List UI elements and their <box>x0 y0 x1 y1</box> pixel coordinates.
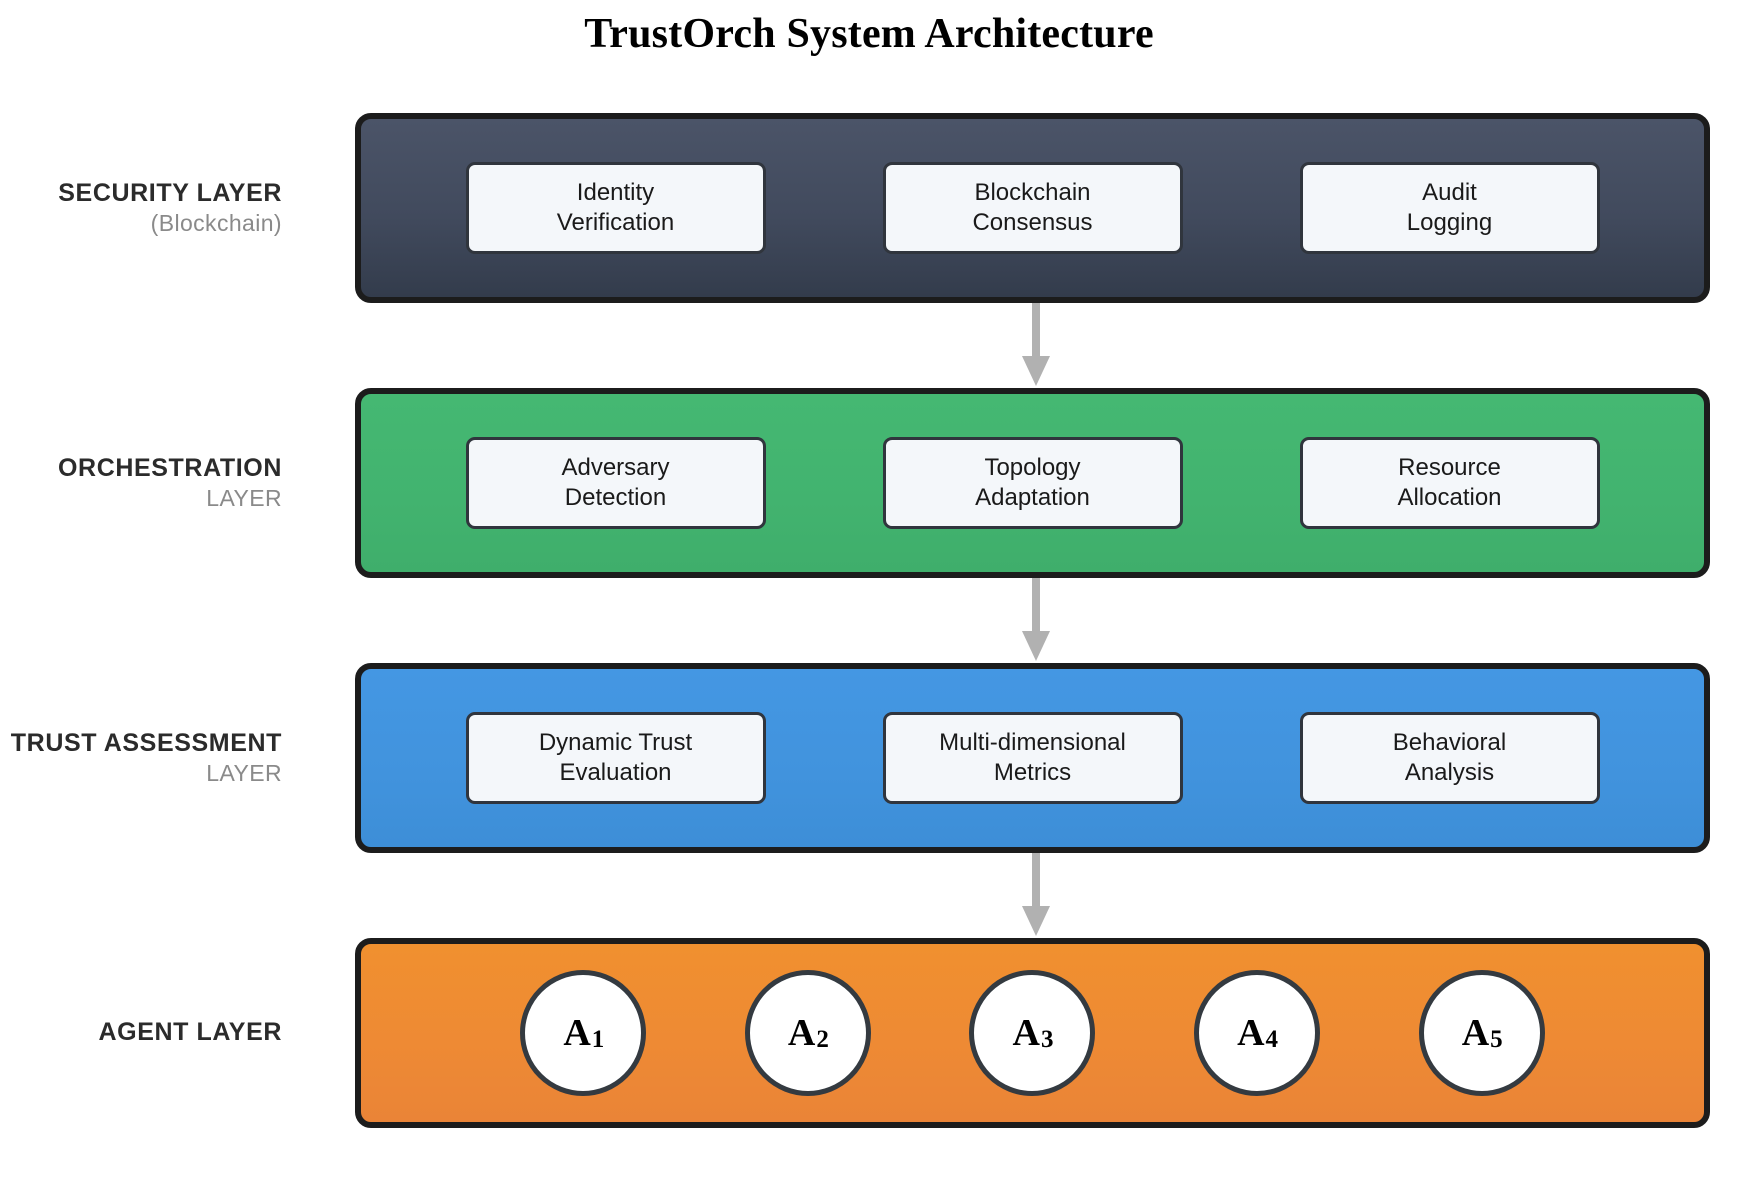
agent-node-2-prefix: A <box>787 1012 816 1054</box>
arrow-trust-to-agent <box>1022 853 1050 938</box>
module-topology-adaptation[interactable]: Topology Adaptation <box>882 437 1183 529</box>
arrow-head-down-icon <box>1022 906 1050 936</box>
module-identity-verification[interactable]: Identity Verification <box>465 162 766 254</box>
arrow-shaft <box>1032 578 1040 633</box>
diagram-title: TrustOrch System Architecture <box>584 11 1154 57</box>
agent-node-3-prefix: A <box>1012 1012 1040 1054</box>
module-behavioral-analysis[interactable]: Behavioral Analysis <box>1299 712 1600 804</box>
layer-label-trust-main: TRUST ASSESSMENT <box>10 729 282 757</box>
module-audit-logging[interactable]: Audit Logging <box>1299 162 1600 254</box>
layer-row-orchestration: ORCHESTRATION LAYER Adversary Detection … <box>0 388 1738 578</box>
layer-band-trust-assessment: Dynamic Trust Evaluation Multi-dimension… <box>355 663 1710 853</box>
agent-node-5-prefix: A <box>1461 1012 1490 1054</box>
module-adversary-detection[interactable]: Adversary Detection <box>465 437 766 529</box>
module-resource-allocation[interactable]: Resource Allocation <box>1299 437 1600 529</box>
arrow-shaft <box>1032 853 1040 908</box>
layer-label-security-main: SECURITY LAYER <box>58 179 282 207</box>
layer-label-trust-assessment: TRUST ASSESSMENT LAYER <box>0 663 322 853</box>
layer-label-orchestration-sub: LAYER <box>206 485 282 512</box>
layer-label-agent: AGENT LAYER <box>0 938 322 1128</box>
arrow-orchestration-to-trust <box>1022 578 1050 663</box>
layer-band-security: Identity Verification Blockchain Consens… <box>355 113 1710 303</box>
layer-label-orchestration-main: ORCHESTRATION <box>58 454 282 482</box>
arrow-shaft <box>1032 303 1040 358</box>
module-multi-dimensional-metrics[interactable]: Multi-dimensional Metrics <box>882 712 1183 804</box>
layer-label-orchestration: ORCHESTRATION LAYER <box>0 388 322 578</box>
arrow-head-down-icon <box>1022 356 1050 386</box>
arrow-head-down-icon <box>1022 631 1050 661</box>
layer-label-security: SECURITY LAYER (Blockchain) <box>0 113 322 303</box>
layer-row-trust-assessment: TRUST ASSESSMENT LAYER Dynamic Trust Eva… <box>0 663 1738 853</box>
module-blockchain-consensus[interactable]: Blockchain Consensus <box>882 162 1183 254</box>
agent-node-4-prefix: A <box>1237 1012 1265 1054</box>
layer-row-security: SECURITY LAYER (Blockchain) Identity Ver… <box>0 113 1738 303</box>
agent-node-1-prefix: A <box>563 1012 591 1054</box>
layer-band-orchestration: Adversary Detection Topology Adaptation … <box>355 388 1710 578</box>
layer-label-security-sub: (Blockchain) <box>150 210 282 237</box>
layer-label-agent-main: AGENT LAYER <box>98 1018 282 1047</box>
layer-label-trust-sub: LAYER <box>206 760 282 787</box>
module-dynamic-trust-evaluation[interactable]: Dynamic Trust Evaluation <box>465 712 766 804</box>
arrow-security-to-orchestration <box>1022 303 1050 388</box>
